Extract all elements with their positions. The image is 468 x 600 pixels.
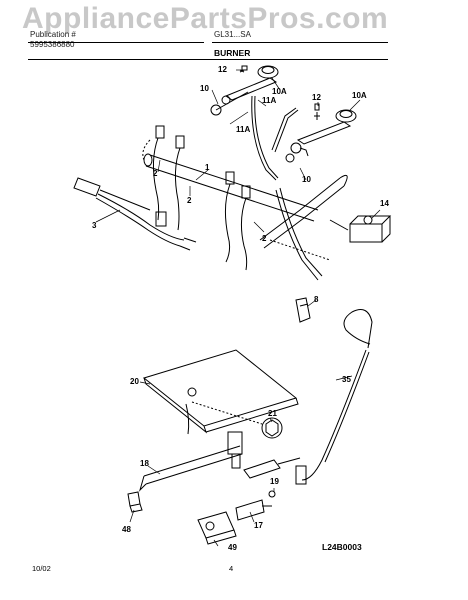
wire-bundle-icon (275, 187, 323, 281)
leader-lines (95, 69, 381, 547)
thermocouple-tube-icon (295, 309, 373, 485)
nut-icon (191, 401, 283, 439)
header-rule-left (28, 42, 204, 43)
gas-tube-icon (251, 95, 309, 181)
footer-date: 10/02 (32, 564, 51, 573)
callout-49: 49 (228, 543, 237, 552)
diagram-code: L24B0003 (322, 542, 362, 552)
callout-14: 14 (380, 199, 389, 208)
igniter-electrode-icon (142, 125, 251, 271)
publication-label: Publication # (30, 30, 76, 39)
header-rule-bottom (28, 59, 388, 60)
footer-page-number: 4 (229, 564, 234, 573)
callout-10-top: 10 (200, 84, 209, 93)
publication-number: 5995386880 (30, 40, 75, 49)
burner-tube-icon (138, 431, 243, 492)
callout-1: 1 (205, 163, 210, 172)
callout-10-mid: 10 (302, 175, 311, 184)
heat-shield-plate-icon (142, 349, 299, 435)
callout-18: 18 (140, 459, 149, 468)
model-number: GL31...SA (214, 30, 251, 39)
callout-12-right: 12 (312, 93, 321, 102)
callout-17: 17 (254, 521, 263, 530)
callout-35: 35 (342, 375, 351, 384)
callout-2-right: 2 (262, 234, 267, 243)
watermark: AppliancePartsPros.com (22, 2, 389, 35)
callout-21: 21 (268, 409, 277, 418)
clip-icon (295, 297, 311, 323)
burner-head-left-icon (210, 65, 279, 116)
manifold-pipe-icon (143, 153, 348, 261)
wire-harness-icon (73, 177, 197, 251)
callout-2-left: 2 (153, 169, 158, 178)
callout-8: 8 (314, 295, 319, 304)
burner-head-right-icon (285, 109, 357, 163)
header-rule-right (212, 42, 388, 43)
section-title: BURNER (214, 48, 251, 58)
callout-12-top: 12 (218, 65, 227, 74)
spark-igniter-icon (235, 457, 301, 521)
callout-48: 48 (122, 525, 131, 534)
bracket-icon (127, 491, 143, 513)
callout-2-mid: 2 (187, 196, 192, 205)
callout-20: 20 (130, 377, 139, 386)
callout-10A-top: 10A (272, 87, 287, 96)
callout-labels: 12 10A 10 11A 12 10A 11A 1 2 2 2 10 14 3… (92, 65, 389, 552)
callout-3: 3 (92, 221, 97, 230)
callout-11A-lower: 11A (236, 125, 250, 134)
callout-19: 19 (270, 477, 279, 486)
spark-module-icon (197, 511, 237, 545)
valve-switch-icon (329, 215, 392, 243)
callout-10A-right: 10A (352, 91, 367, 100)
callout-11A-upper: 11A (262, 96, 276, 105)
